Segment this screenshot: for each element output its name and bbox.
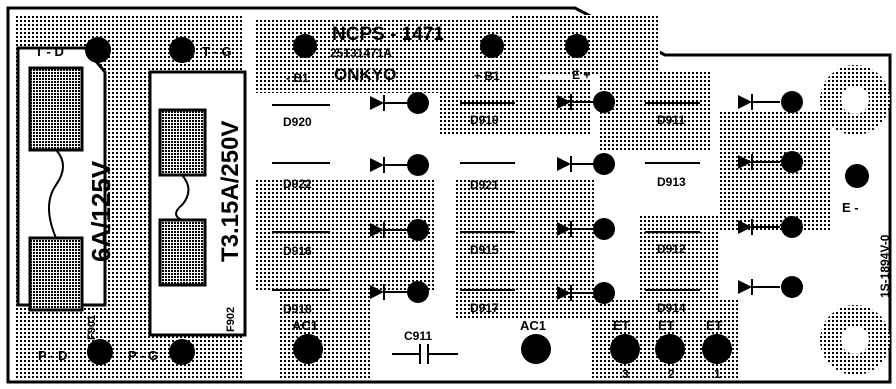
diode-d921-label: D921: [470, 178, 499, 192]
diode-d914-label: D914: [657, 301, 686, 315]
fuse-f902-clip-bottom: [158, 218, 207, 287]
fuse-f901-clip-bottom: [28, 236, 84, 312]
mount-hole-top: [841, 86, 869, 114]
fuse-f902-wire: [175, 174, 190, 221]
board-part-number: NCPS - 1471: [332, 24, 444, 45]
brand-logo: ONKYO: [334, 65, 396, 84]
diode-d916-label: D916: [283, 244, 312, 258]
terminal-et1-number: 1: [714, 367, 721, 381]
terminal-p-d-label: P - D: [38, 348, 67, 363]
side-code-label: 1S-1894V-0: [878, 234, 892, 298]
diode-d912-label: D912: [657, 242, 686, 256]
fuse-f902-ref: F902: [225, 307, 237, 332]
terminal-et1-label: ET: [706, 318, 723, 333]
capacitor-c911: [392, 344, 458, 364]
fuse-f901-rating: 6A/125V: [86, 160, 116, 262]
mount-hole-bottom: [841, 326, 869, 354]
diode-d919-label: D919: [470, 113, 499, 127]
diode-lines: [272, 102, 700, 291]
diode-d911-label: D911: [657, 113, 685, 127]
terminal-ac1-right-label: AC1: [520, 318, 546, 333]
terminal-et2-number: 2: [668, 367, 675, 381]
terminal-t-g-label: T - G: [202, 44, 232, 59]
diode-d913-label: D913: [657, 175, 686, 189]
capacitor-c911-label: C911: [404, 329, 432, 343]
terminal-e-minus-label: E -: [842, 200, 859, 215]
terminal-t-d-label: T - D: [35, 44, 64, 59]
terminal-plus-b1-label: + B1: [474, 69, 500, 83]
solder-pads: [85, 34, 869, 365]
terminal-e-plus-label: E +: [572, 68, 590, 82]
diode-d920-label: D920: [283, 115, 312, 129]
diode-d922-label: D922: [283, 177, 312, 191]
fuse-f902-clip-top: [158, 108, 207, 177]
board-code: 25131471A: [330, 46, 392, 60]
terminal-et3-label: ET: [613, 318, 630, 333]
terminal-ac1-left-label: AC1: [292, 318, 318, 333]
diode-d918-label: D918: [283, 302, 312, 316]
terminal-p-g-label: P - G: [128, 348, 158, 363]
terminal-et2-label: ET: [658, 318, 675, 333]
diode-d915-label: D915: [470, 243, 499, 257]
fuse-f901-wire: [48, 149, 64, 239]
fuse-f902-rating: T3.15A/250V: [217, 121, 244, 262]
fuse-f901-clip-top: [28, 66, 84, 152]
fuse-f901-ref: F901: [86, 315, 98, 340]
diode-d917-label: D917: [470, 301, 499, 315]
terminal-minus-b1-label: - B1: [286, 71, 309, 85]
terminal-et3-number: 3: [622, 367, 629, 381]
